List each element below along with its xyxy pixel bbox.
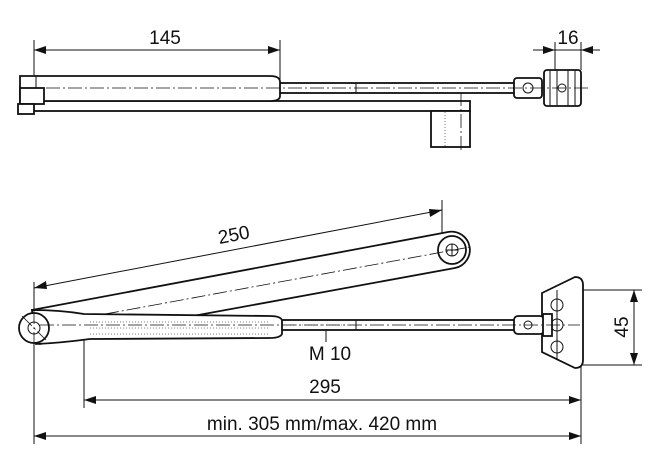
side-arm-tube [30,309,283,345]
top-lower-arm [19,100,471,112]
dim-range-label: min. 305 mm/max. 420 mm [207,414,437,435]
dim-295-label: 295 [309,377,341,398]
dim-line-250 [33,209,443,289]
dim-45-label: 45 [612,316,633,337]
side-view: 250 45 M 10 [18,200,642,444]
thread-label: M 10 [309,344,351,365]
top-view: 145 16 [17,28,600,152]
dim-16-label: 16 [557,28,578,49]
top-arm-tube [19,75,281,102]
dim-145-label: 145 [149,28,181,49]
dim-250-label: 250 [216,222,251,249]
top-shaft-block [430,110,471,148]
